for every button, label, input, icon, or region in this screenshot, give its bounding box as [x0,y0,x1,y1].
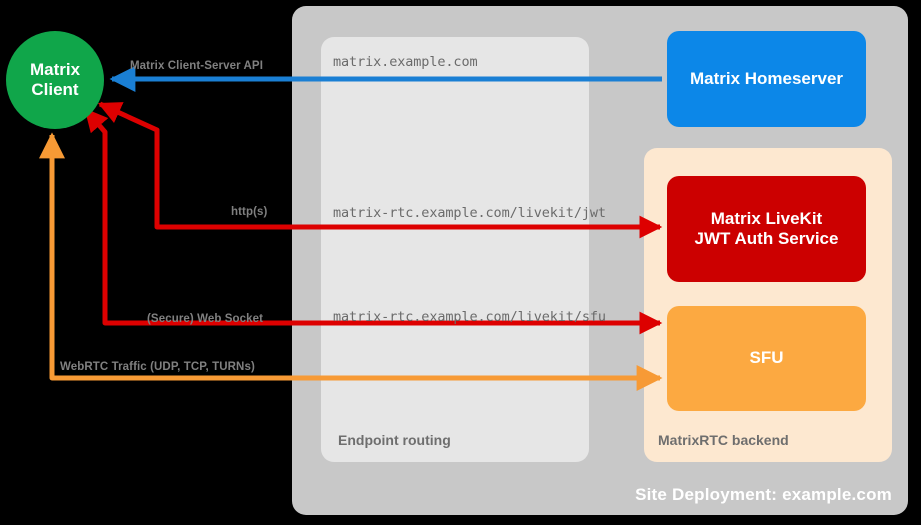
matrix-homeserver-label-text: Matrix Homeserver [689,68,844,88]
matrix-client-label-line2: Client [31,80,79,99]
site-deployment-caption: Site Deployment: example.com [635,485,892,504]
matrix-client-label: Matrix Client [6,31,104,129]
livekit-jwt-label-line1: Matrix LiveKit [710,208,823,228]
sfu-node[interactable]: SFU [667,306,866,411]
matrix-client-label-line1: Matrix [29,59,81,79]
flow-label-webrtc-traffic: WebRTC Traffic (UDP, TCP, TURNs) [60,361,255,373]
flow-label-https: http(s) [231,206,268,218]
flow-label-secure-web-socket: (Secure) Web Socket [147,313,264,325]
matrixrtc-backend-caption: MatrixRTC backend [658,432,789,448]
matrix-homeserver-node[interactable]: Matrix Homeserver [667,31,866,127]
matrix-homeserver-label: Matrix Homeserver [667,31,866,127]
sfu-label-text: SFU [749,348,784,368]
livekit-jwt-auth-service-label: Matrix LiveKit JWT Auth Service [667,176,866,282]
livekit-jwt-auth-service-node[interactable]: Matrix LiveKit JWT Auth Service [667,176,866,282]
endpoint-routing-caption: Endpoint routing [338,432,451,448]
matrix-client-node[interactable]: Matrix Client [6,31,104,129]
endpoint-url-matrix: matrix.example.com [333,54,478,70]
livekit-jwt-label-line2: JWT Auth Service [694,229,839,248]
arrow-webrtc-traffic [39,132,663,391]
endpoint-url-livekit-sfu: matrix-rtc.example.com/livekit/sfu [333,309,606,325]
endpoint-url-livekit-jwt: matrix-rtc.example.com/livekit/jwt [333,205,606,221]
sfu-label: SFU [667,306,866,411]
flow-label-matrix-client-server-api: Matrix Client-Server API [130,60,263,72]
